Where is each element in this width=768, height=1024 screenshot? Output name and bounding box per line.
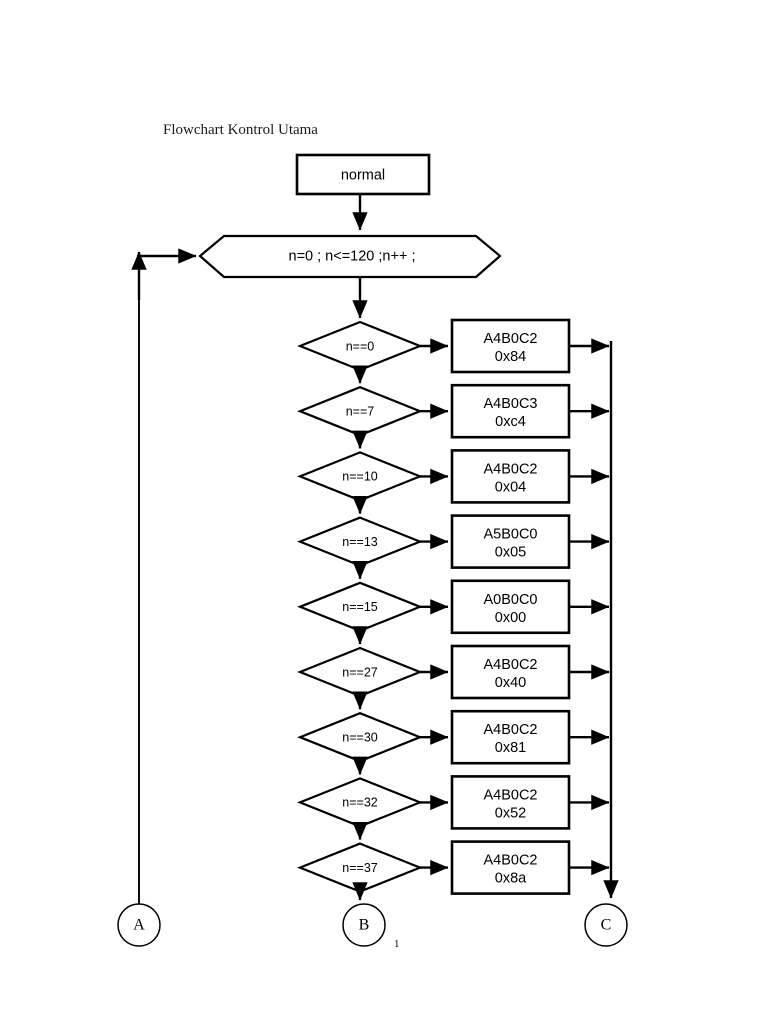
action-box-line1-1: A4B0C2	[483, 331, 537, 347]
action-box-7[interactable]	[450, 709, 571, 765]
action-box-line2-9: 0x8a	[495, 871, 527, 887]
action-box-line1-5: A0B0C0	[483, 592, 537, 608]
page-title: Flowchart Kontrol Utama	[163, 122, 318, 138]
action-box-line1-6: A4B0C2	[483, 657, 537, 673]
decision-label-n==15: n==15	[342, 600, 378, 614]
action-box-line1-7: A4B0C2	[483, 722, 537, 738]
action-box-line2-2: 0xc4	[495, 414, 526, 430]
action-box-line2-3: 0x04	[495, 479, 526, 495]
loop-condition-hexagon[interactable]	[198, 234, 502, 279]
connector-label-a: A	[133, 917, 145, 934]
loop-condition-label: n=0 ; n<=120 ;n++ ;	[289, 248, 416, 264]
action-box-8[interactable]	[450, 775, 571, 830]
decision-label-n==30: n==30	[342, 730, 378, 744]
connector-label-c: C	[601, 917, 612, 934]
action-box-line1-8: A4B0C2	[483, 787, 537, 803]
action-box-3[interactable]	[450, 449, 571, 504]
decision-label-n==0: n==0	[346, 339, 375, 353]
action-box-line1-4: A5B0C0	[483, 527, 537, 543]
action-box-line2-4: 0x05	[495, 545, 526, 561]
page-number: 1	[394, 938, 400, 950]
action-box-line2-1: 0x84	[495, 349, 526, 365]
connector-label-b: B	[359, 917, 370, 934]
action-box-line2-5: 0x00	[495, 610, 526, 626]
connector-circle-c[interactable]	[584, 903, 628, 947]
action-box-line2-6: 0x40	[495, 675, 526, 691]
start-process-box[interactable]	[295, 153, 431, 196]
action-box-line1-9: A4B0C2	[483, 853, 537, 869]
action-box-line2-7: 0x81	[495, 740, 526, 756]
start-process-label: normal	[341, 167, 385, 183]
action-box-line1-3: A4B0C2	[483, 461, 537, 477]
connector-circle-a[interactable]	[117, 903, 161, 947]
decision-label-n==13: n==13	[342, 535, 378, 549]
decision-label-n==10: n==10	[342, 470, 378, 484]
decision-label-n==37: n==37	[342, 861, 378, 875]
action-box-line1-2: A4B0C3	[483, 396, 537, 412]
decision-label-n==7: n==7	[346, 404, 375, 418]
action-box-4[interactable]	[450, 514, 571, 569]
connector-circle-b[interactable]	[342, 903, 386, 947]
decision-label-n==32: n==32	[342, 796, 378, 810]
action-box-9[interactable]	[450, 840, 571, 895]
action-box-line2-8: 0x52	[495, 805, 526, 821]
decision-label-n==27: n==27	[342, 665, 378, 679]
